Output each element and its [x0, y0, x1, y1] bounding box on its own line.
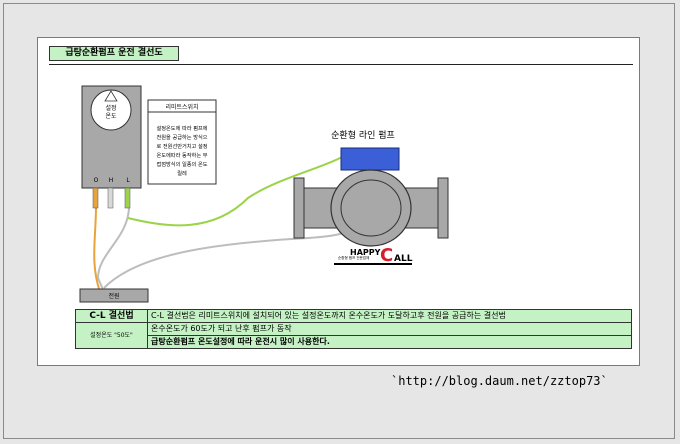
- blog-watermark: `http://blog.daum.net/zztop73`: [391, 374, 608, 388]
- terminal-l-stub: [124, 187, 131, 209]
- brand-underline: [334, 263, 412, 265]
- note-header: 리미트스위치: [165, 103, 198, 111]
- wire-green: [127, 155, 345, 227]
- power-box: [79, 288, 149, 303]
- pump-flange-right: [437, 177, 449, 239]
- note-body-line: 전원을 공급하는 방식으: [156, 133, 207, 141]
- diagram-title: 급탕순환펌프 운전 결선도: [49, 46, 179, 61]
- wire-orange: [93, 205, 101, 293]
- table-desc-usage: 급탕순환펌프 온도설정에 따라 운전시 많이 사용한다.: [147, 335, 632, 349]
- dial-pointer-icon: [104, 90, 118, 102]
- brand-mark: C: [380, 245, 393, 266]
- pump-label: 순환형 라인 펌프: [331, 129, 395, 141]
- table-row: 설정온도 "50도" 온수온도가 60도가 되고 난후 펌프가 동작: [75, 322, 632, 349]
- terminal-o-stub: [92, 187, 99, 209]
- wiring-table: C-L 결선법 C-L 결선법은 리미트스위치에 설치되어 있는 설정온도까지 …: [75, 309, 632, 349]
- note-box: [147, 99, 217, 185]
- diagram-canvas: 급탕순환펌프 운전 결선도 설정 온도 O H L 리미트스위치 설정온도에 따…: [37, 37, 640, 366]
- table-desc-setpoint: 온수온도가 60도가 되고 난후 펌프가 동작: [147, 322, 632, 336]
- note-body-line: 접점방식의 일종의 온도: [156, 160, 207, 168]
- table-desc-cl: C-L 결선법은 리미트스위치에 설치되어 있는 설정온도까지 온수온도가 도달…: [147, 309, 632, 323]
- brand-happy: HAPPY: [350, 248, 381, 257]
- brand-rest: ALL: [394, 254, 413, 264]
- note-body-line: 온도에따라 동작하는 무: [156, 151, 207, 159]
- power-label: 전원: [108, 292, 119, 300]
- dial-label-line2: 온도: [105, 113, 117, 120]
- note-header-box: [147, 99, 217, 113]
- note-body-line: 로 전원선만거치고 설정: [156, 142, 207, 150]
- wire-gray-to-pump: [103, 225, 359, 289]
- table-lead-setpoint: 설정온도 "50도": [75, 322, 148, 349]
- pump-housing-inner: [340, 179, 402, 237]
- note-body-line: 릴레: [177, 169, 187, 177]
- pump-motor-cap: [340, 147, 400, 171]
- thermostat-dial: [90, 89, 132, 131]
- note-body-line: 설정온도에 따라 펌프에: [156, 124, 207, 132]
- table-row: 급탕순환펌프 온도설정에 따라 운전시 많이 사용한다.: [76, 335, 632, 349]
- pump-flange-left: [293, 177, 305, 239]
- table-row: C-L 결선법 C-L 결선법은 리미트스위치에 설치되어 있는 설정온도까지 …: [75, 309, 632, 323]
- dial-label-line1: 설정: [105, 104, 116, 112]
- terminal-o-label: O: [94, 177, 99, 184]
- terminal-l-label: L: [126, 177, 130, 184]
- terminal-h-label: H: [109, 177, 114, 184]
- brand-sub: 순환형 펌프 전문업체: [338, 255, 369, 260]
- table-lead-cl: C-L 결선법: [75, 309, 148, 323]
- title-divider: [49, 64, 633, 65]
- wire-gray: [96, 205, 130, 293]
- terminal-h-stub: [107, 187, 114, 209]
